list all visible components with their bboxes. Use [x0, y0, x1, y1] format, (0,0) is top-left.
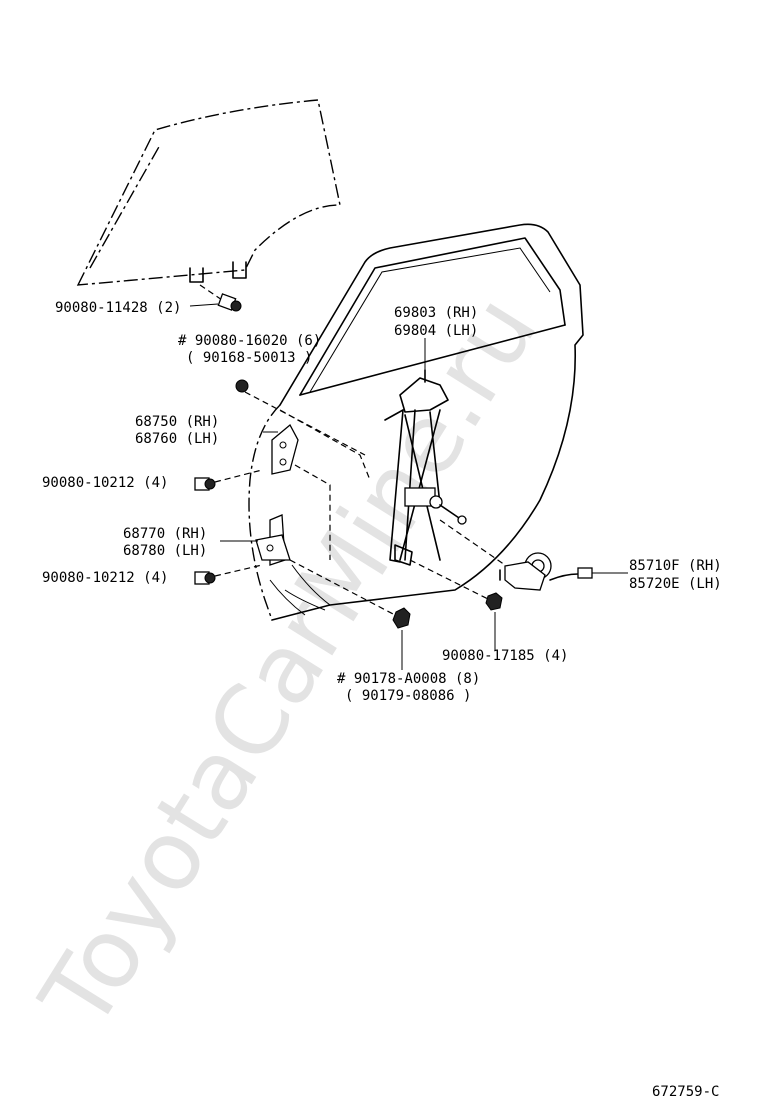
- label-motor-rh: 85710F (RH): [629, 558, 722, 574]
- label-hinge-upper-rh: 68750 (RH): [135, 414, 219, 430]
- label-bolt-glass: 90080-11428 (2): [55, 300, 181, 316]
- door-glass: [76, 99, 341, 286]
- lower-hinge: [255, 514, 291, 566]
- label-hinge-lower-rh: 68770 (RH): [123, 526, 207, 542]
- door-panel: [248, 223, 584, 621]
- glass-bolt-icon: [199, 284, 242, 312]
- regulator-nut-icon: [485, 592, 503, 611]
- label-bolt-hinge-upper: 90080-10212 (4): [42, 475, 168, 491]
- guide-line-5: [279, 409, 371, 481]
- label-motor-lh: 85720E (LH): [629, 576, 722, 592]
- guide-line-3: [409, 559, 491, 601]
- regulator-motor-icon: [499, 552, 593, 591]
- diagram-code: 672759-C: [652, 1084, 719, 1100]
- label-regulator-rh: 69803 (RH): [394, 305, 478, 321]
- label-nut-regulator: 90080-17185 (4): [442, 648, 568, 664]
- label-nut-bottom-2: ( 90179-08086 ): [345, 688, 471, 704]
- guide-line-1: [294, 464, 331, 560]
- label-hinge-lower-lh: 68780 (LH): [123, 543, 207, 559]
- label-hinge-upper-lh: 68760 (LH): [135, 431, 219, 447]
- label-bolt-hinge-lower: 90080-10212 (4): [42, 570, 168, 586]
- guide-line-4: [439, 519, 506, 566]
- label-bolt-top-1: # 90080-16020 (6): [178, 333, 321, 349]
- label-regulator-lh: 69804 (LH): [394, 323, 478, 339]
- bottom-nut-icon: [392, 607, 411, 629]
- hinge-upper-bolt-icon: [194, 469, 263, 491]
- label-bolt-top-2: ( 90168-50013 ): [186, 350, 312, 366]
- leader-glass-bolt: [189, 303, 219, 307]
- label-nut-bottom-1: # 90178-A0008 (8): [337, 671, 480, 687]
- hinge-lower-bolt-icon: [194, 564, 263, 585]
- top-bolt-icon: [235, 379, 366, 456]
- window-regulator: [384, 369, 467, 566]
- upper-hinge: [271, 423, 299, 475]
